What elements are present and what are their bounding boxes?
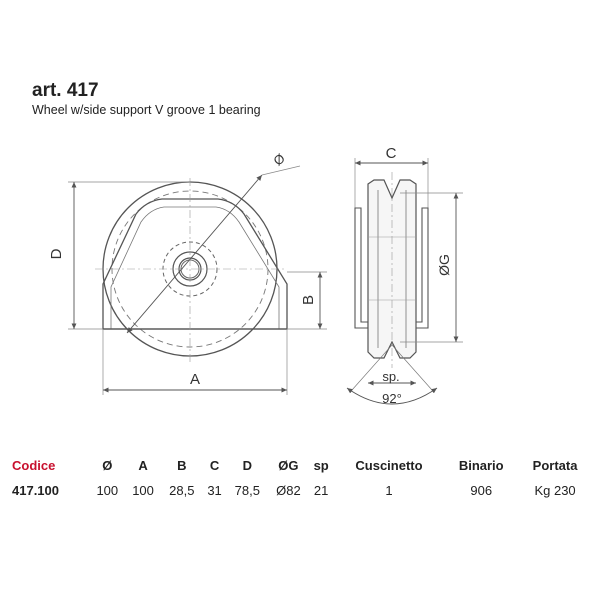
table-row: 417.100 100 100 28,5 31 78,5 Ø82 21 1 90…	[12, 483, 592, 498]
angle-ray-left	[351, 344, 393, 391]
right-side-bracket	[414, 207, 429, 329]
column-header: B	[177, 458, 187, 473]
technical-drawing: D B A Ø C ØG	[48, 145, 463, 406]
table-cell: 906	[470, 483, 493, 498]
table-cell: 78,5	[234, 483, 260, 498]
table-cell: 28,5	[169, 483, 195, 498]
column-header: Cuscinetto	[355, 458, 423, 473]
d-label: D	[48, 248, 65, 259]
angle-ray-right	[391, 344, 433, 391]
b-label: B	[300, 295, 317, 305]
left-side-bracket	[354, 207, 369, 329]
table-header-row: Codice Ø A B C D ØG sp Cuscinetto Binari…	[12, 458, 592, 483]
sp-label: sp.	[382, 369, 399, 384]
table-cell: 21	[313, 483, 329, 498]
specification-table: Codice Ø A B C D ØG sp Cuscinetto Binari…	[12, 458, 592, 498]
diameter-label: Ø	[270, 151, 287, 169]
angle-label: 92°	[382, 391, 402, 406]
column-header: Ø	[102, 458, 113, 473]
c-label: C	[386, 145, 397, 162]
column-header: ØG	[278, 458, 299, 473]
article-subtitle: Wheel w/side support V groove 1 bearing	[32, 103, 261, 117]
bracket-inner-edge	[110, 206, 280, 329]
table-cell: 417.100	[12, 483, 59, 498]
table-cell: 31	[207, 483, 222, 498]
diameter-leader-tail	[261, 165, 301, 176]
side-view: C ØG sp. 92°	[346, 145, 463, 406]
table-cell: 1	[385, 483, 393, 498]
column-header: Binario	[458, 458, 504, 473]
a-label: A	[190, 371, 200, 388]
column-header: Codice	[12, 458, 56, 473]
g-label: ØG	[436, 254, 452, 276]
column-header: Portata	[532, 458, 578, 473]
table-cell: Kg 230	[534, 483, 576, 498]
diameter-leader	[126, 174, 263, 334]
angle-arc	[346, 387, 438, 405]
column-header: sp	[313, 458, 329, 473]
article-title: art. 417	[32, 80, 99, 101]
front-view: D B A Ø	[48, 151, 327, 395]
table-cell: 100	[132, 483, 154, 498]
column-header: C	[209, 458, 220, 473]
support-bracket	[102, 198, 288, 330]
table-cell: 100	[96, 483, 119, 498]
column-header: D	[242, 458, 253, 473]
column-header: A	[138, 458, 148, 473]
table-cell: Ø82	[276, 483, 301, 498]
